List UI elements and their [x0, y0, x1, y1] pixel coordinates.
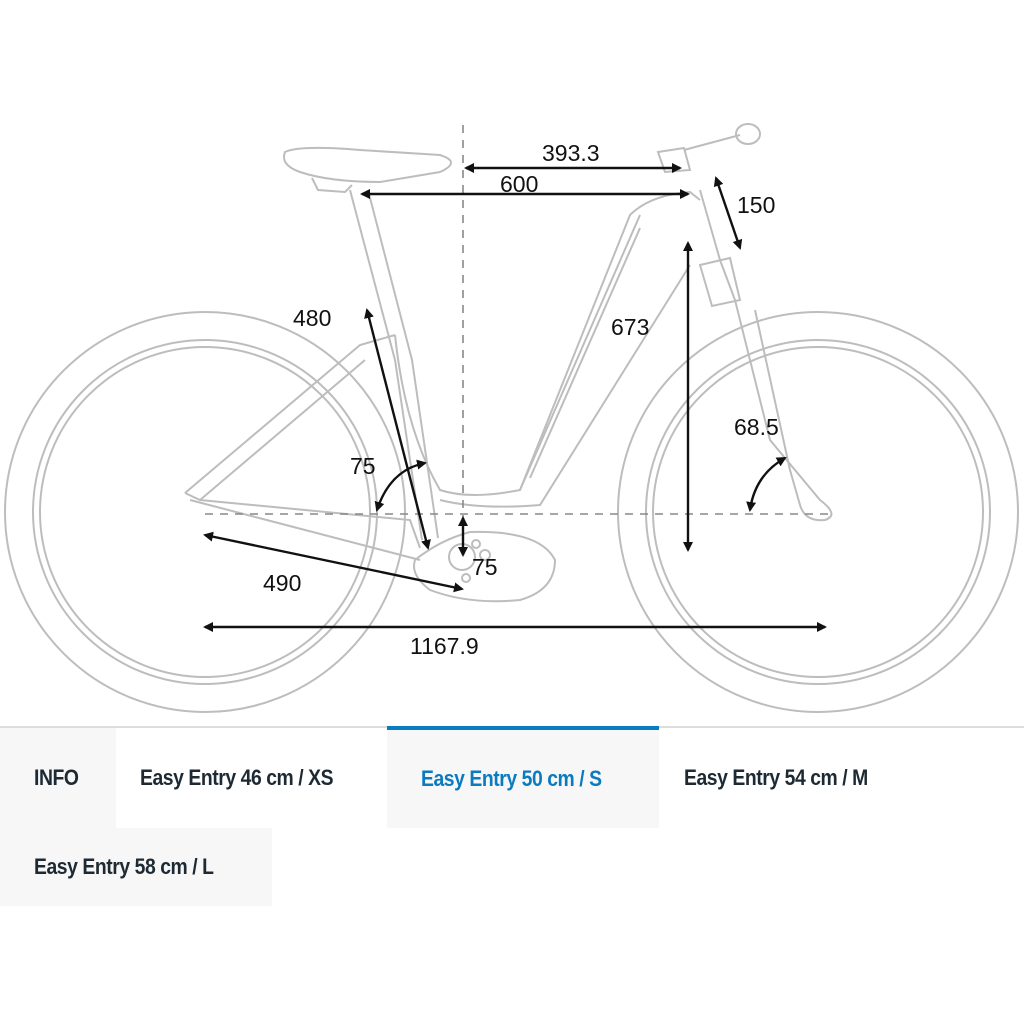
tab-size-m[interactable]: Easy Entry 54 cm / M	[650, 728, 940, 828]
tab-label: Easy Entry 46 cm / XS	[140, 765, 334, 790]
wheelbase-label: 1167.9	[410, 633, 479, 659]
bb-drop-label: 75	[472, 554, 498, 580]
tab-size-l[interactable]: Easy Entry 58 cm / L	[0, 828, 272, 906]
tab-label: INFO	[34, 765, 79, 790]
tab-label: Easy Entry 58 cm / L	[34, 854, 214, 879]
bike-frame	[184, 123, 833, 603]
top-tube-label: 600	[500, 171, 538, 197]
seat-tube-label: 480	[293, 305, 331, 331]
reach-label: 393.3	[542, 140, 600, 166]
stack-label: 673	[611, 314, 649, 340]
dimension-arrows	[203, 163, 827, 632]
bike-geometry-diagram: 393.3 600 150 480 673 68.5 75 75 490 116…	[4, 123, 1019, 713]
front-wheel	[617, 311, 1019, 713]
chainstay-label: 490	[263, 570, 301, 596]
rear-wheel	[4, 311, 406, 713]
tab-size-xs[interactable]: Easy Entry 46 cm / XS	[106, 728, 386, 828]
tab-label: Easy Entry 54 cm / M	[684, 765, 868, 790]
tab-label: Easy Entry 50 cm / S	[421, 766, 602, 791]
seat-angle-label: 75	[350, 453, 376, 479]
tab-info[interactable]: INFO	[0, 728, 116, 828]
tab-size-s[interactable]: Easy Entry 50 cm / S	[387, 726, 659, 828]
head-tube-label: 150	[737, 192, 775, 218]
head-angle-label: 68.5	[734, 414, 779, 440]
